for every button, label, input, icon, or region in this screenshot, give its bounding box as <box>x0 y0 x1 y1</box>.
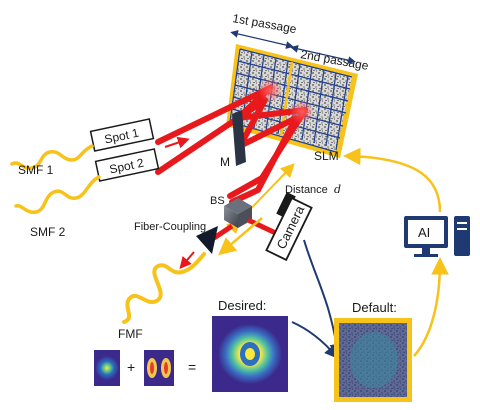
distance-label: Distance <box>285 184 328 196</box>
coupler-beam <box>212 223 234 241</box>
first-passage-arrow <box>230 30 294 49</box>
default-label: Default: <box>352 300 397 315</box>
mode-lg00 <box>94 350 120 386</box>
default-to-ai-arrow <box>413 257 449 357</box>
mode-lg01 <box>144 350 174 386</box>
camera-to-default-arrow <box>303 239 344 358</box>
smf2-label: SMF 2 <box>30 225 66 239</box>
ai-label: AI <box>418 225 430 240</box>
input-fibers <box>10 144 101 214</box>
return-arrow <box>218 217 263 256</box>
plus-sign: + <box>127 359 135 375</box>
ai-computer: AI <box>404 216 470 257</box>
beam-direction-arrow <box>164 136 190 149</box>
beam-splitter <box>224 198 252 228</box>
fiber-coupling-label: Fiber-Coupling <box>134 221 206 233</box>
ai-to-slm-arrow <box>343 147 442 213</box>
spot-2-box: Spot 2 <box>94 148 160 182</box>
beam-spot-2 <box>290 100 314 124</box>
second-passage-arrow <box>290 45 356 64</box>
beam-spot-1 <box>258 78 282 102</box>
smf1-label: SMF 1 <box>18 163 54 177</box>
fmf-fiber <box>122 252 206 324</box>
slm-label: SLM <box>314 149 339 163</box>
desired-pattern <box>212 316 288 392</box>
equals-sign: = <box>188 359 196 375</box>
default-pattern <box>334 318 412 402</box>
desired-label: Desired: <box>218 298 266 313</box>
bs-label: BS <box>210 195 225 207</box>
distance-variable: d <box>334 183 341 196</box>
coupling-arrow <box>179 251 195 270</box>
computer-tower-icon <box>454 216 470 256</box>
first-passage-label: 1st passage <box>231 11 297 36</box>
mirror-label: M <box>220 155 230 169</box>
camera: Camera <box>265 192 313 262</box>
fmf-label: FMF <box>118 327 143 341</box>
desired-to-default-arrow <box>291 321 339 360</box>
mirror <box>232 110 246 166</box>
fiber-coupler <box>196 226 218 254</box>
spot-1-box: Spot 1 <box>89 118 155 152</box>
